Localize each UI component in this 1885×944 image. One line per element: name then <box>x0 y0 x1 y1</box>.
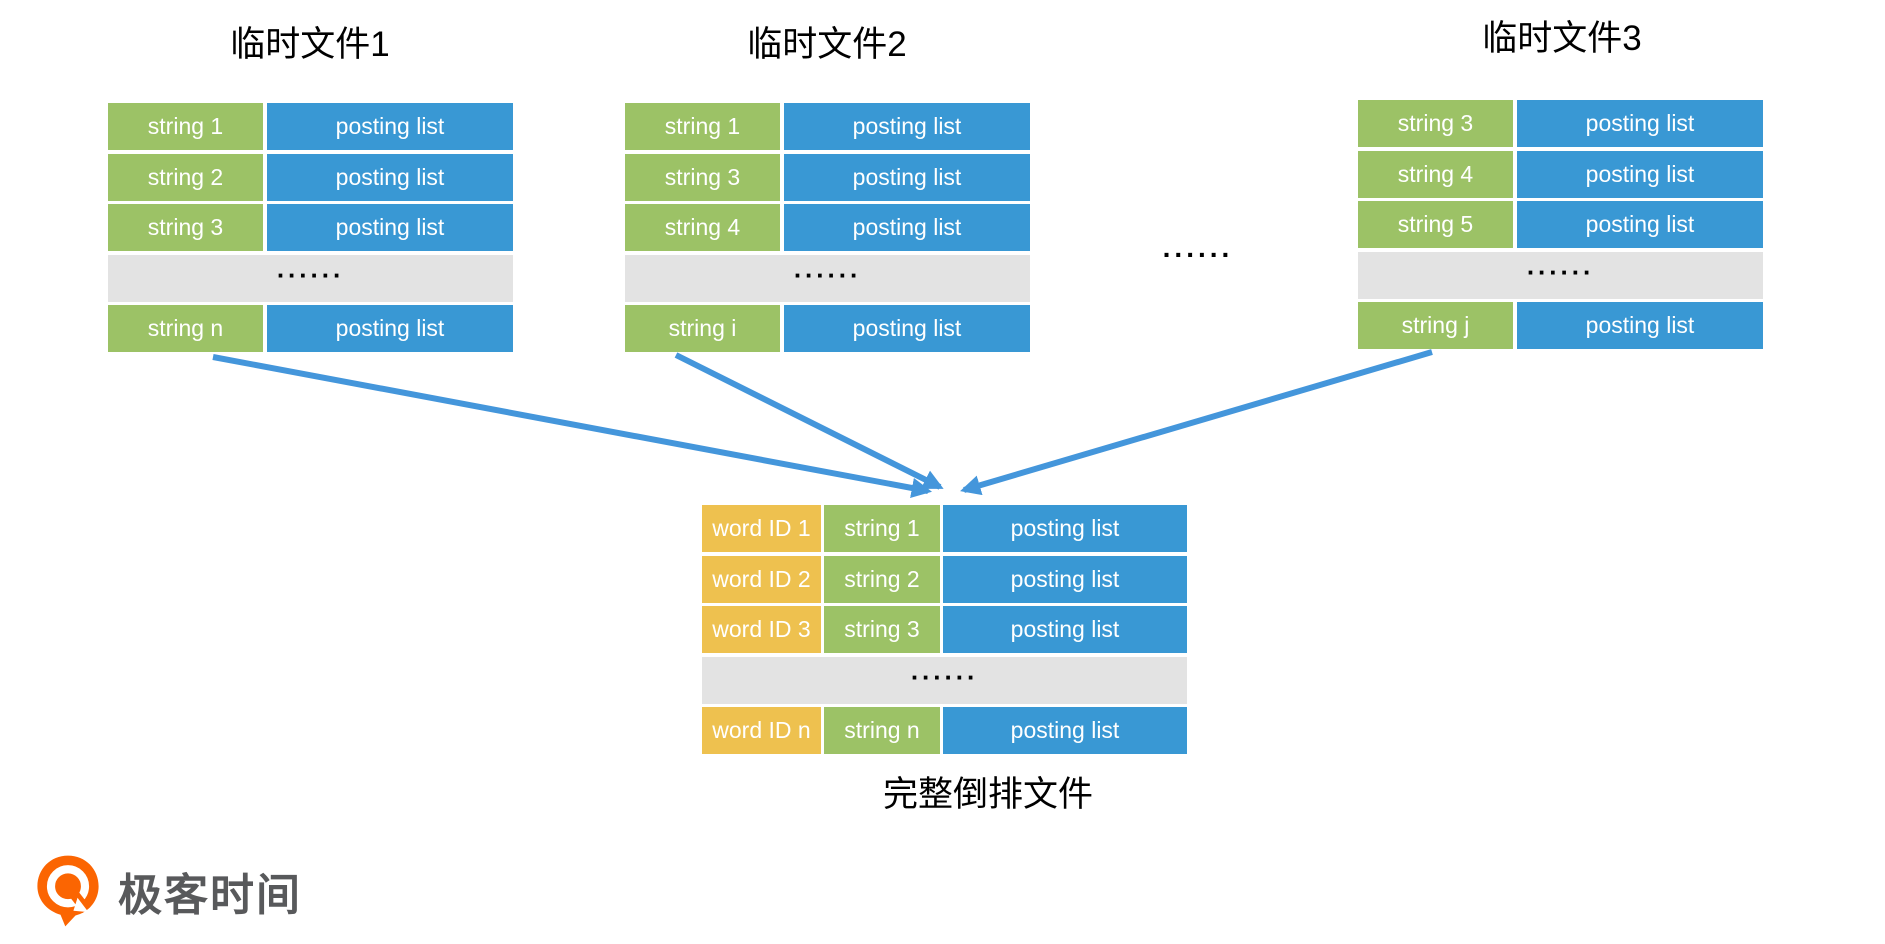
posting-list-cell: posting list <box>943 555 1187 603</box>
merge-arrow-3 <box>960 349 1433 496</box>
posting-list-cell: posting list <box>943 606 1187 653</box>
merge-arrow-1 <box>212 354 933 499</box>
temp-file-3-title: 临时文件3 <box>1482 19 1642 58</box>
string-cell: string n <box>108 305 263 352</box>
table-row: string 1 posting list <box>625 103 1030 150</box>
ellipsis-row: ...... <box>1358 250 1763 299</box>
string-cell: string 3 <box>824 606 940 653</box>
merge-arrow-2 <box>674 352 944 490</box>
posting-list-cell: posting list <box>943 707 1187 754</box>
table-row: string 4 posting list <box>625 204 1030 251</box>
merged-file-caption: 完整倒排文件 <box>882 775 1094 814</box>
posting-list-cell: posting list <box>267 305 513 352</box>
ellipsis-dots: ...... <box>276 253 345 284</box>
string-cell: string n <box>824 707 940 754</box>
string-cell: string 4 <box>625 204 780 251</box>
string-cell: string 5 <box>1358 201 1513 248</box>
string-cell: string j <box>1358 302 1513 349</box>
posting-list-cell: posting list <box>1517 100 1763 147</box>
temp-file-table-2: string 1 posting list string 3 posting l… <box>625 103 1030 356</box>
string-cell: string 1 <box>625 103 780 150</box>
string-cell: string 3 <box>1358 100 1513 147</box>
word-id-cell: word ID 3 <box>702 606 821 653</box>
word-id-cell: word ID 1 <box>702 505 821 552</box>
temp-file-table-1: string 1 posting list string 2 posting l… <box>108 103 513 356</box>
temp-file-2-title: 临时文件2 <box>747 25 907 64</box>
posting-list-cell: posting list <box>784 305 1030 352</box>
table-row: word ID 2 string 2 posting list <box>702 555 1187 603</box>
posting-list-cell: posting list <box>943 505 1187 552</box>
ellipsis-row: ...... <box>702 655 1187 704</box>
table-row: ...... <box>108 253 513 302</box>
geektime-logo-icon <box>37 855 99 927</box>
table-row: string 3 posting list <box>625 153 1030 201</box>
table-row: ...... <box>702 655 1187 704</box>
table-row: word ID 1 string 1 posting list <box>702 505 1187 552</box>
table-row: string i posting list <box>625 305 1030 352</box>
table-row: word ID n string n posting list <box>702 707 1187 754</box>
table-row: string 2 posting list <box>108 153 513 201</box>
string-cell: string 1 <box>824 505 940 552</box>
string-cell: string i <box>625 305 780 352</box>
ellipsis-dots: ...... <box>910 655 979 686</box>
posting-list-cell: posting list <box>1517 302 1763 349</box>
string-cell: string 3 <box>108 204 263 251</box>
word-id-cell: word ID n <box>702 707 821 754</box>
ellipsis-row: ...... <box>108 253 513 302</box>
temp-file-1-title: 临时文件1 <box>230 25 390 64</box>
ellipsis-row: ...... <box>625 253 1030 302</box>
posting-list-cell: posting list <box>267 153 513 201</box>
posting-list-cell: posting list <box>267 103 513 150</box>
table-row: ...... <box>625 253 1030 302</box>
posting-list-cell: posting list <box>267 204 513 251</box>
table-row: string n posting list <box>108 305 513 352</box>
string-cell: string 2 <box>108 153 263 201</box>
table-row: string 4 posting list <box>1358 150 1763 198</box>
table-row: word ID 3 string 3 posting list <box>702 606 1187 653</box>
string-cell: string 4 <box>1358 150 1513 198</box>
string-cell: string 2 <box>824 555 940 603</box>
posting-list-cell: posting list <box>784 103 1030 150</box>
table-row: string 5 posting list <box>1358 201 1763 248</box>
posting-list-cell: posting list <box>784 204 1030 251</box>
posting-list-cell: posting list <box>784 153 1030 201</box>
posting-list-cell: posting list <box>1517 150 1763 198</box>
table-row: ...... <box>1358 250 1763 299</box>
geektime-logo-text: 极客时间 <box>118 871 302 920</box>
temp-file-table-3: string 3 posting list string 4 posting l… <box>1358 100 1763 353</box>
table-row: string 3 posting list <box>108 204 513 251</box>
ellipsis-dots: ...... <box>1526 250 1595 281</box>
string-cell: string 3 <box>625 153 780 201</box>
merged-file-table: word ID 1 string 1 posting list word ID … <box>702 505 1187 758</box>
table-row: string j posting list <box>1358 302 1763 349</box>
between-tables-ellipsis: ...... <box>1162 232 1234 263</box>
string-cell: string 1 <box>108 103 263 150</box>
ellipsis-dots: ...... <box>793 253 862 284</box>
table-row: string 3 posting list <box>1358 100 1763 147</box>
table-row: string 1 posting list <box>108 103 513 150</box>
geektime-logo: 极客时间 <box>34 854 302 928</box>
word-id-cell: word ID 2 <box>702 555 821 603</box>
posting-list-cell: posting list <box>1517 201 1763 248</box>
